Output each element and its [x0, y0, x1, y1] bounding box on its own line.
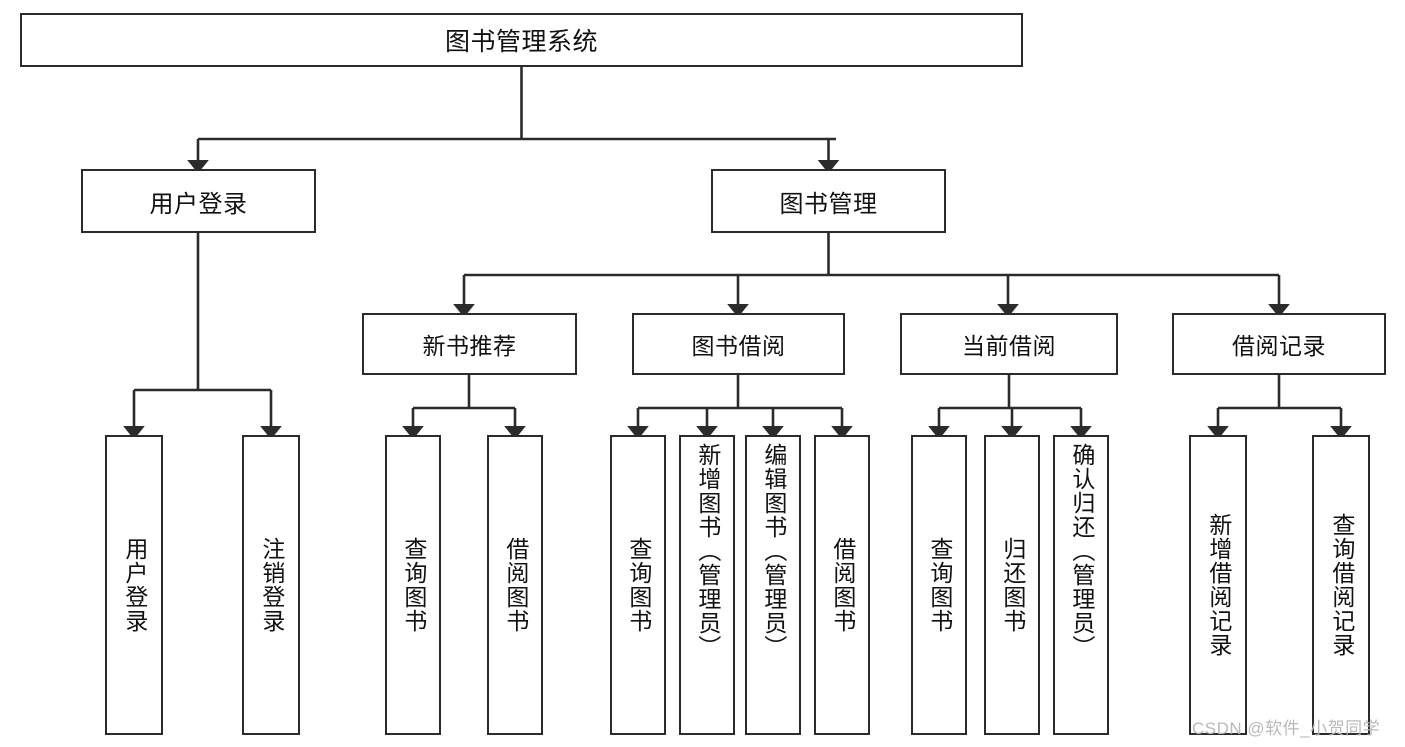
node-root[interactable]: 图书管理系统 [20, 13, 1023, 67]
leaf-add-book-admin[interactable]: 新增图书（管理员） [679, 435, 735, 735]
leaf-logout[interactable]: 注销登录 [242, 435, 300, 735]
node-user-login[interactable]: 用户登录 [81, 169, 316, 233]
leaf-borrow-book-newbook[interactable]: 借阅图书 [487, 435, 543, 735]
leaf-user-login[interactable]: 用户登录 [105, 435, 163, 735]
leaf-label: 新增图书（管理员） [694, 443, 721, 659]
watermark: CSDN @软件_小贺同学 [1192, 719, 1381, 738]
leaf-label: 确认归还（管理员） [1068, 443, 1095, 659]
leaf-query-borrow-record[interactable]: 查询借阅记录 [1312, 435, 1370, 735]
leaf-query-book-borrow[interactable]: 查询图书 [610, 435, 666, 735]
leaf-label: 查询图书 [926, 537, 953, 633]
leaf-query-book-newbook[interactable]: 查询图书 [385, 435, 441, 735]
leaf-label: 借阅图书 [829, 537, 856, 633]
leaf-label: 借阅图书 [502, 537, 529, 633]
leaf-query-book-current[interactable]: 查询图书 [911, 435, 967, 735]
node-book-borrow[interactable]: 图书借阅 [632, 313, 845, 375]
leaf-label: 注销登录 [258, 537, 285, 633]
leaf-label: 用户登录 [121, 537, 148, 633]
node-book-management[interactable]: 图书管理 [711, 169, 946, 233]
node-new-book-recommend[interactable]: 新书推荐 [362, 313, 577, 375]
leaf-label: 查询图书 [400, 537, 427, 633]
leaf-label: 编辑图书（管理员） [760, 443, 787, 659]
leaf-add-borrow-record[interactable]: 新增借阅记录 [1189, 435, 1247, 735]
leaf-borrow-book[interactable]: 借阅图书 [814, 435, 870, 735]
leaf-label: 新增借阅记录 [1205, 513, 1232, 657]
leaf-return-book[interactable]: 归还图书 [984, 435, 1040, 735]
leaf-label: 归还图书 [999, 537, 1026, 633]
node-current-borrow[interactable]: 当前借阅 [900, 313, 1118, 375]
leaf-edit-book-admin[interactable]: 编辑图书（管理员） [745, 435, 801, 735]
leaf-confirm-return-admin[interactable]: 确认归还（管理员） [1053, 435, 1109, 735]
leaf-label: 查询借阅记录 [1328, 513, 1355, 657]
leaf-label: 查询图书 [625, 537, 652, 633]
node-borrow-record[interactable]: 借阅记录 [1172, 313, 1386, 375]
